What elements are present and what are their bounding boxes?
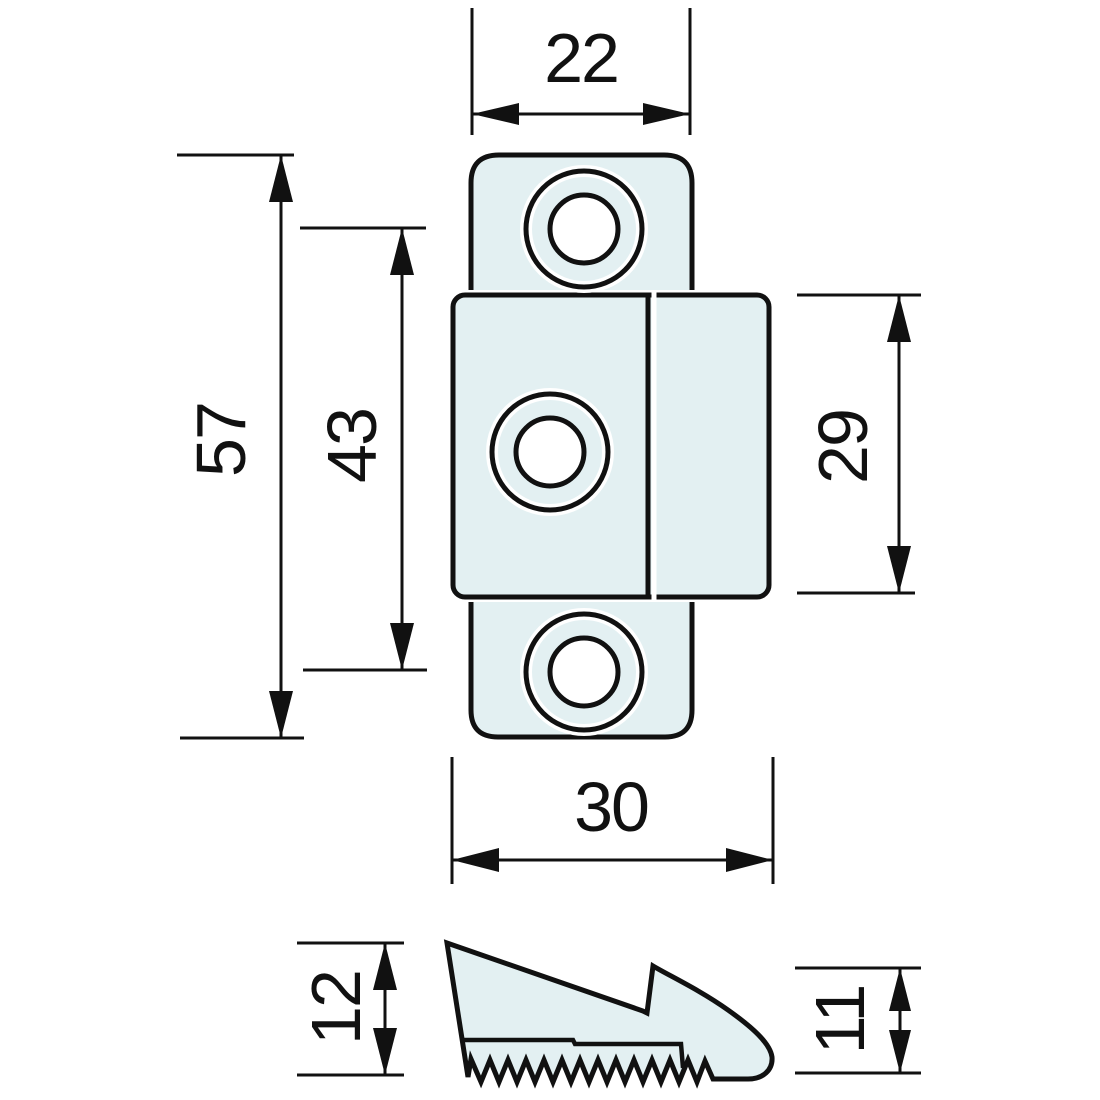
dimension-hole-spacing: 43: [300, 226, 427, 672]
dimension-profile-left-height: 12: [297, 941, 404, 1077]
arrowhead-down: [887, 546, 911, 593]
arrowhead-down: [269, 691, 293, 738]
dimension-tab-width: 22: [470, 8, 692, 135]
arrowhead-left: [472, 103, 519, 125]
arrowhead-right: [726, 848, 773, 872]
dimension-profile-right-height: 11: [795, 966, 921, 1075]
dimension-label-11: 11: [801, 986, 879, 1055]
arrowhead-down: [390, 623, 414, 670]
dimension-label-12: 12: [297, 971, 375, 1045]
arrowhead-up: [887, 295, 911, 342]
arrowhead-right: [643, 103, 690, 125]
arrowhead-up: [889, 968, 911, 1011]
dimension-label-43: 43: [313, 409, 391, 483]
arrowhead-down: [889, 1030, 911, 1073]
dimension-label-29: 29: [804, 410, 882, 484]
screw-hole-bottom-bore: [547, 635, 621, 709]
dimension-label-22: 22: [544, 19, 618, 97]
profile-insert-line: [461, 1037, 686, 1069]
dimension-body-width: 30: [450, 757, 775, 884]
dimension-body-height: 29: [797, 293, 921, 595]
screw-hole-top: [520, 165, 648, 293]
screw-hole-bottom-counterbore: [523, 611, 645, 733]
screw-hole-middle-counterbore: [489, 391, 611, 513]
arrowhead-up: [269, 155, 293, 202]
dimension-label-57: 57: [182, 403, 260, 477]
arrowhead-down: [373, 1028, 397, 1075]
profile-view: [443, 939, 775, 1089]
screw-hole-bottom: [520, 608, 648, 736]
screw-hole-middle: [486, 388, 614, 516]
arrowhead-up: [390, 228, 414, 275]
dimension-label-30: 30: [574, 768, 648, 846]
dimension-overall-height: 57: [177, 153, 304, 740]
arrowhead-left: [452, 848, 499, 872]
screw-hole-top-counterbore: [523, 168, 645, 290]
screw-hole-top-bore: [547, 192, 621, 266]
arrowhead-up: [373, 943, 397, 990]
front-view: [448, 152, 774, 740]
profile-outline: [443, 939, 775, 1089]
screw-hole-middle-bore: [513, 415, 587, 489]
